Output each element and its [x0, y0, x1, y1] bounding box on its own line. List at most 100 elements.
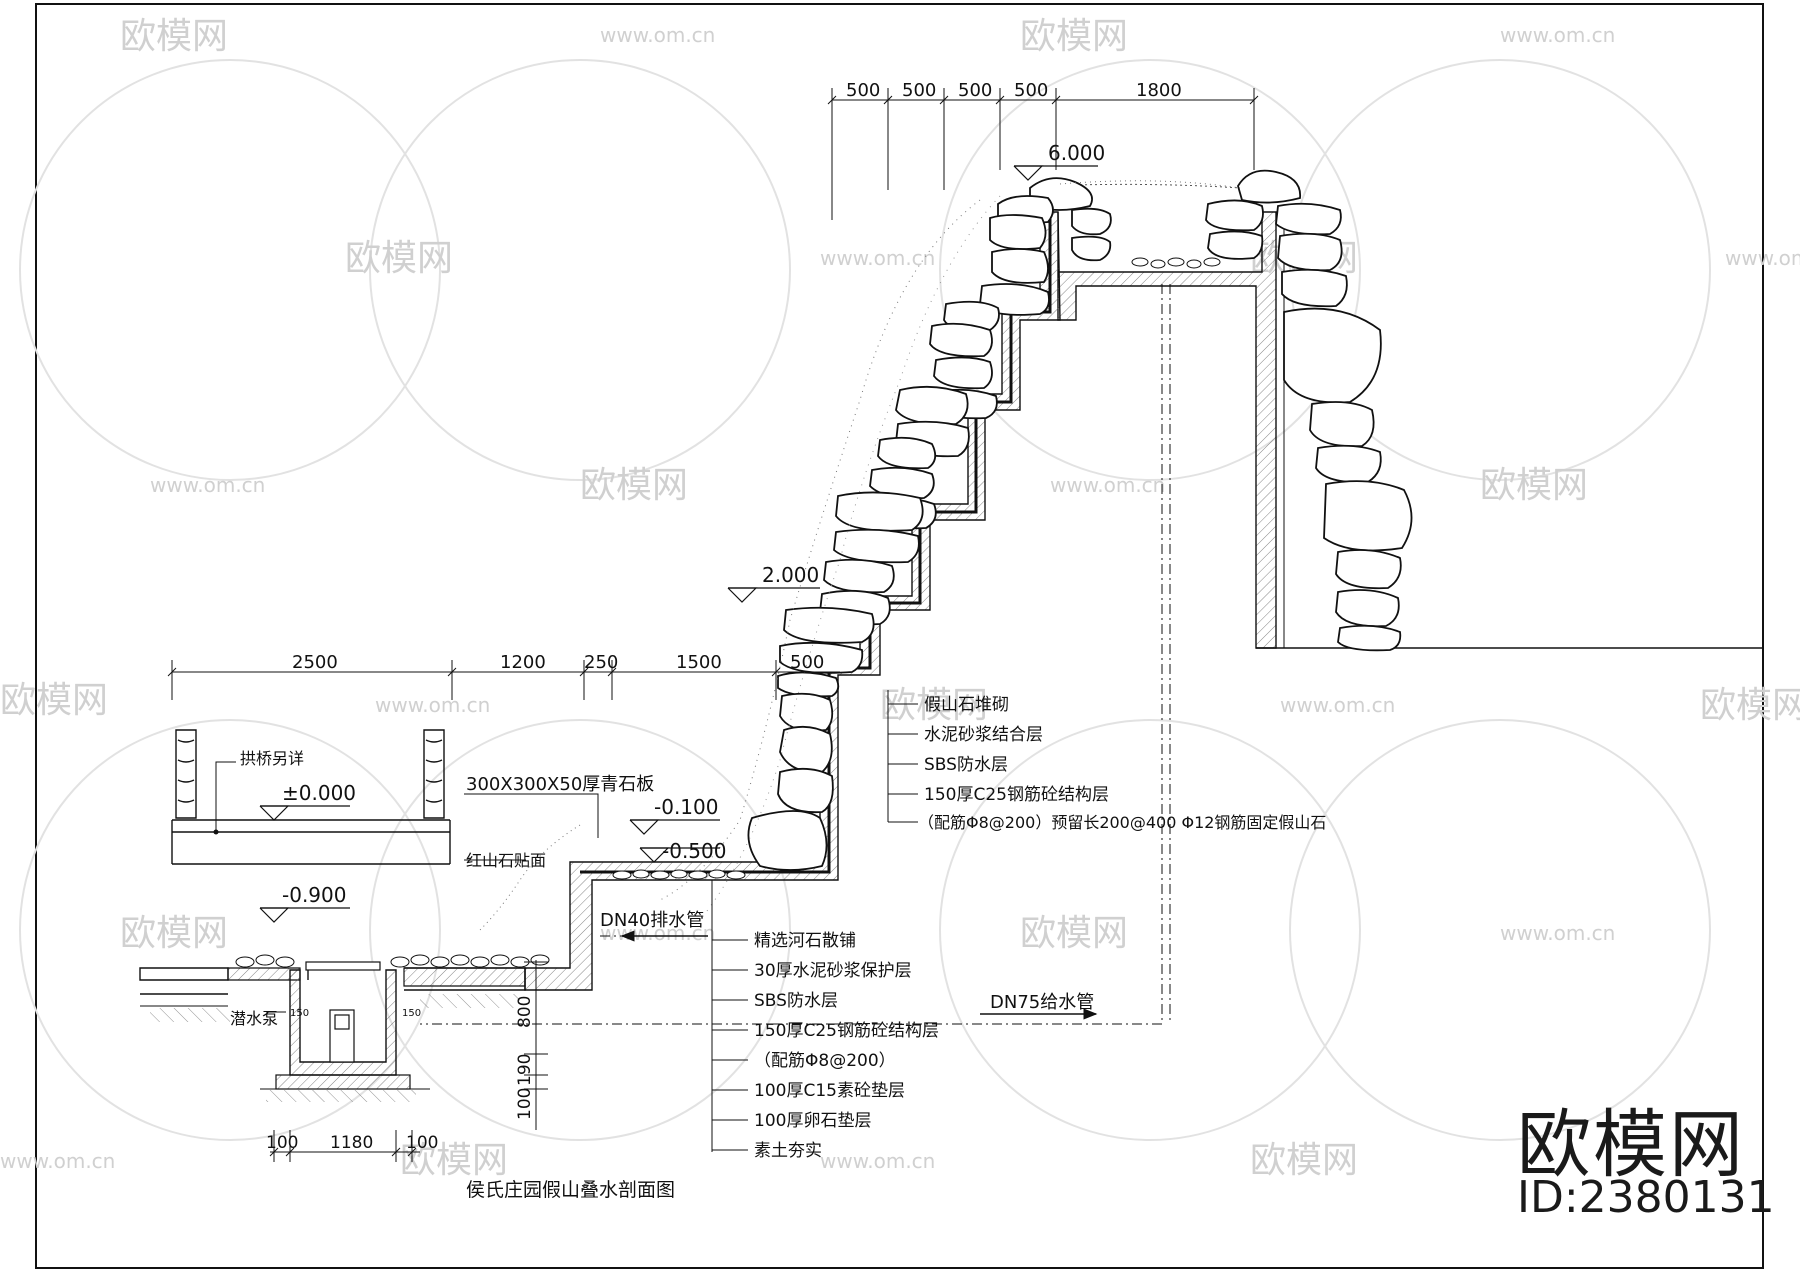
dim-pit-3: 100: [406, 1133, 438, 1153]
watermark-logo: 欧模网: [0, 680, 108, 721]
elev-pool-edge: -0.100: [654, 795, 718, 819]
elev-top: 6.000: [1048, 141, 1105, 165]
elev-mid: 2.000: [762, 563, 819, 587]
basin-pebbles: [1131, 257, 1221, 269]
dim-lines-pit: [269, 960, 548, 1162]
watermark-logo: 欧模网: [1020, 16, 1128, 57]
label-pump: 潜水泵: [230, 1009, 278, 1028]
dim-top-5: 1800: [1136, 80, 1182, 101]
label-bridge: 拱桥另详: [240, 749, 304, 768]
drawing-title: 侯氏庄园假山叠水剖面图: [466, 1179, 675, 1201]
lower-layer-3: SBS防水层: [754, 991, 838, 1011]
lower-layer-8: 素土夯实: [754, 1141, 822, 1161]
watermark-url: www.om.cn: [1280, 693, 1395, 717]
label-slab: 300X300X50厚青石板: [466, 774, 654, 795]
watermark-url: www.om.cn: [150, 473, 265, 497]
watermark-logo: 欧模网: [120, 913, 228, 954]
lower-layer-5: （配筋Φ8@200）: [754, 1051, 896, 1071]
upper-basin-structure: [1057, 211, 1277, 649]
upper-layer-4: 150厚C25钢筋砼结构层: [924, 785, 1109, 805]
bridge-leader: [215, 761, 236, 832]
watermark-logo: 欧模网: [1020, 913, 1128, 954]
submersible-pump: [329, 1009, 355, 1063]
stipple-pool-edge: [479, 824, 581, 931]
dim-mid-3: 250: [584, 652, 618, 673]
drawing-frame: [35, 3, 1764, 1269]
brand-name: 欧模网: [1517, 1102, 1745, 1188]
watermark-url: www.om.cn: [0, 1149, 115, 1173]
watermark-logo: 欧模网: [400, 1140, 508, 1181]
lower-layer-2: 30厚水泥砂浆保护层: [754, 961, 912, 981]
stipple-top: [1059, 180, 1241, 189]
dim-top-4: 500: [1014, 80, 1048, 101]
brand-id: ID:2380131: [1517, 1172, 1775, 1223]
lower-layer-7: 100厚卵石垫层: [754, 1111, 871, 1131]
dim-mid-5: 500: [790, 652, 824, 673]
lower-layer-4: 150厚C25钢筋砼结构层: [754, 1021, 939, 1041]
dim-pit-v-2: 190: [515, 1054, 535, 1086]
annotation-leaders: [266, 793, 599, 1013]
watermark-logo: 欧模网: [1700, 685, 1800, 726]
stream-pebbles: [235, 954, 550, 968]
dim-pit-v-1: 800: [515, 996, 535, 1028]
dim-top-3: 500: [958, 80, 992, 101]
watermark-text: 欧模网 www.om.cn 欧模网 www.om.cn 欧模网 www.om.c…: [0, 16, 1800, 1181]
elevation-text: 6.000 2.000 ±0.000 -0.100 -0.500 -0.900: [282, 141, 1105, 907]
elev-pool-bottom: -0.500: [662, 839, 726, 863]
upper-layer-2: 水泥砂浆结合层: [924, 725, 1043, 745]
pit-earth: [266, 1090, 416, 1102]
watermark-url: www.om.cn: [1725, 246, 1800, 270]
watermark-logo: 欧模网: [1250, 1140, 1358, 1181]
dim-mid-4: 1500: [676, 652, 722, 673]
dim-pit-1: 100: [266, 1133, 298, 1153]
label-red-stone: 红山石贴面: [466, 851, 546, 870]
elev-bridge: ±0.000: [282, 781, 356, 805]
dim-mid-2: 1200: [500, 652, 546, 673]
upper-layer-5: （配筋Φ8@200）预留长200@400 Φ12钢筋固定假山石: [918, 813, 1326, 832]
watermark-logo: 欧模网: [1480, 465, 1588, 506]
watermark-logo: 欧模网: [345, 238, 453, 279]
watermark-url: www.om.cn: [820, 246, 935, 270]
earth-hatch-right: [420, 994, 520, 1008]
watermark-logo: 欧模网: [880, 685, 988, 726]
upper-layer-list: 假山石堆砌 水泥砂浆结合层 SBS防水层 150厚C25钢筋砼结构层 （配筋Φ8…: [918, 695, 1326, 832]
watermark-url: www.om.cn: [820, 1149, 935, 1173]
dimension-text: 500 500 500 500 1800 2500 1200 250 1500 …: [266, 80, 1182, 1153]
watermark-logo: 欧模网: [580, 465, 688, 506]
label-drain: DN40排水管: [600, 910, 704, 931]
watermark-url: www.om.cn: [600, 921, 715, 945]
lower-layer-6: 100厚C15素砼垫层: [754, 1081, 905, 1101]
layer-leaders-upper: [887, 690, 918, 823]
pit-cover: [305, 961, 381, 971]
supply-pipe: [420, 284, 1163, 1025]
watermark-url: www.om.cn: [375, 693, 490, 717]
watermark-url: www.om.cn: [1050, 473, 1165, 497]
dim-lines-mid: [167, 660, 840, 700]
upper-layer-3: SBS防水层: [924, 755, 1008, 775]
watermark-url: www.om.cn: [600, 23, 715, 47]
upper-layer-1: 假山石堆砌: [924, 695, 1009, 715]
pit-side-right: 150: [402, 1008, 421, 1019]
dim-mid-1: 2500: [292, 652, 338, 673]
pit-base: [275, 1074, 411, 1090]
elevation-markers: [259, 165, 1098, 923]
watermark-url: www.om.cn: [1500, 23, 1615, 47]
lower-layer-1: 精选河石散铺: [754, 931, 856, 951]
dim-top-1: 500: [846, 80, 880, 101]
dim-lines-top: [827, 88, 1259, 220]
elev-ground: -0.900: [282, 883, 346, 907]
watermark-logo: 欧模网: [120, 16, 228, 57]
watermark-url: www.om.cn: [1500, 921, 1615, 945]
pit-side-left: 150: [290, 1008, 309, 1019]
annotation-text: 拱桥另详 300X300X50厚青石板 红山石贴面 DN40排水管 DN75给水…: [230, 749, 1094, 1028]
earth-hatch-left: [150, 1008, 230, 1022]
dim-pit-2: 1180: [330, 1133, 373, 1153]
dim-pit-v-3: 100: [515, 1088, 535, 1120]
lower-layer-list: 精选河石散铺 30厚水泥砂浆保护层 SBS防水层 150厚C25钢筋砼结构层 （…: [754, 931, 939, 1161]
channel-slab-right: [403, 967, 526, 987]
channel-slab: [227, 967, 301, 981]
rock-stack: [747, 169, 1413, 871]
label-supply: DN75给水管: [990, 992, 1094, 1013]
pool-pebbles: [612, 869, 746, 880]
